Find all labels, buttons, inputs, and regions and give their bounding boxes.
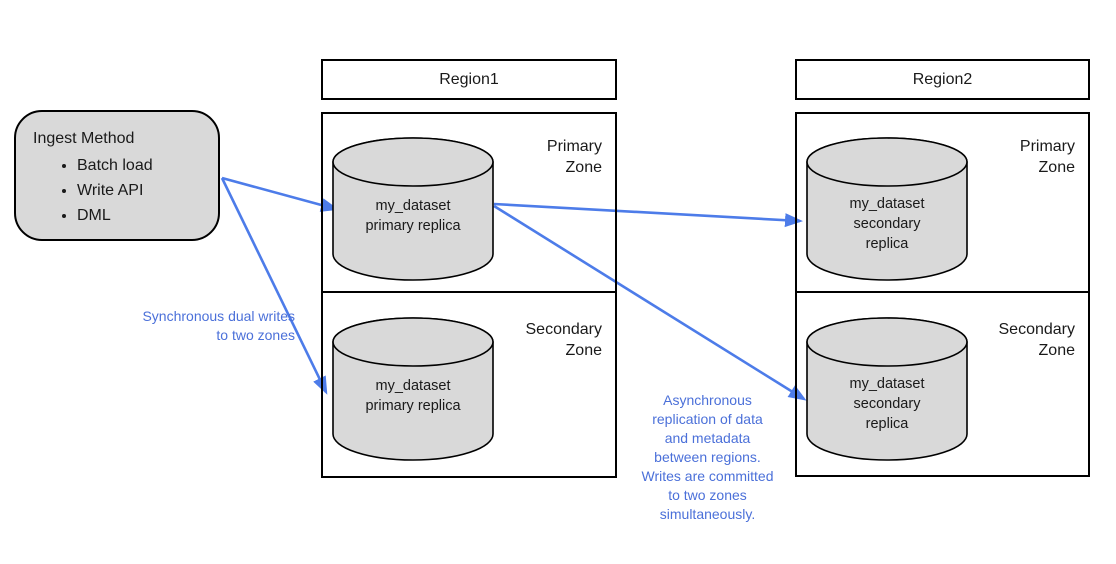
ingest-item-write-api: Write API — [77, 178, 218, 203]
database-cylinder-icon — [332, 317, 494, 461]
ingest-method-list: Batch load Write API DML — [33, 153, 218, 228]
region2-secondary-zone-label: Secondary Zone — [998, 321, 1076, 359]
ingest-method-title: Ingest Method — [33, 130, 135, 147]
cylinder-region1-primary: my_dataset primary replica — [331, 136, 495, 284]
region2-secondary-zone-box: Secondary Zone — [795, 291, 1090, 477]
arrow-ingest-to-secondary-zone — [220, 177, 328, 395]
region1-header: Region1 — [321, 59, 617, 100]
cylinder-label-region1-primary: my_dataset primary replica — [365, 198, 461, 234]
region1-secondary-zone-label: Secondary Zone — [525, 321, 603, 359]
region2-primary-zone-label: Primary Zone — [1019, 138, 1075, 176]
region1-primary-zone-label: Primary Zone — [546, 138, 602, 176]
region1-secondary-zone-box: Secondary Zone — [321, 291, 617, 478]
database-cylinder-icon — [806, 317, 968, 461]
ingest-item-dml: DML — [77, 203, 218, 228]
region2-title: Region2 — [912, 70, 973, 88]
cylinder-region2-primary: my_dataset secondary replica — [805, 136, 969, 284]
ingest-method-box: Ingest Method Batch load Write API DML — [14, 110, 220, 241]
region1-title: Region1 — [439, 70, 499, 88]
cylinder-label-region2-secondary: my_dataset secondary replica — [849, 376, 925, 432]
database-cylinder-icon — [806, 137, 968, 281]
async-replication-note: Asynchronous replication of data and met… — [641, 392, 774, 522]
database-cylinder-icon — [332, 137, 494, 281]
arrow-ingest-to-primary-zone — [221, 176, 339, 212]
ingest-item-batch-load: Batch load — [77, 153, 218, 178]
cylinder-label-region1-secondary: my_dataset primary replica — [365, 378, 461, 414]
region2-header: Region2 — [795, 59, 1090, 100]
cylinder-region2-secondary: my_dataset secondary replica — [805, 316, 969, 464]
sync-writes-note: Synchronous dual writes to two zones — [142, 308, 295, 343]
cylinder-label-region2-primary: my_dataset secondary replica — [849, 196, 925, 252]
cylinder-region1-secondary: my_dataset primary replica — [331, 316, 495, 464]
